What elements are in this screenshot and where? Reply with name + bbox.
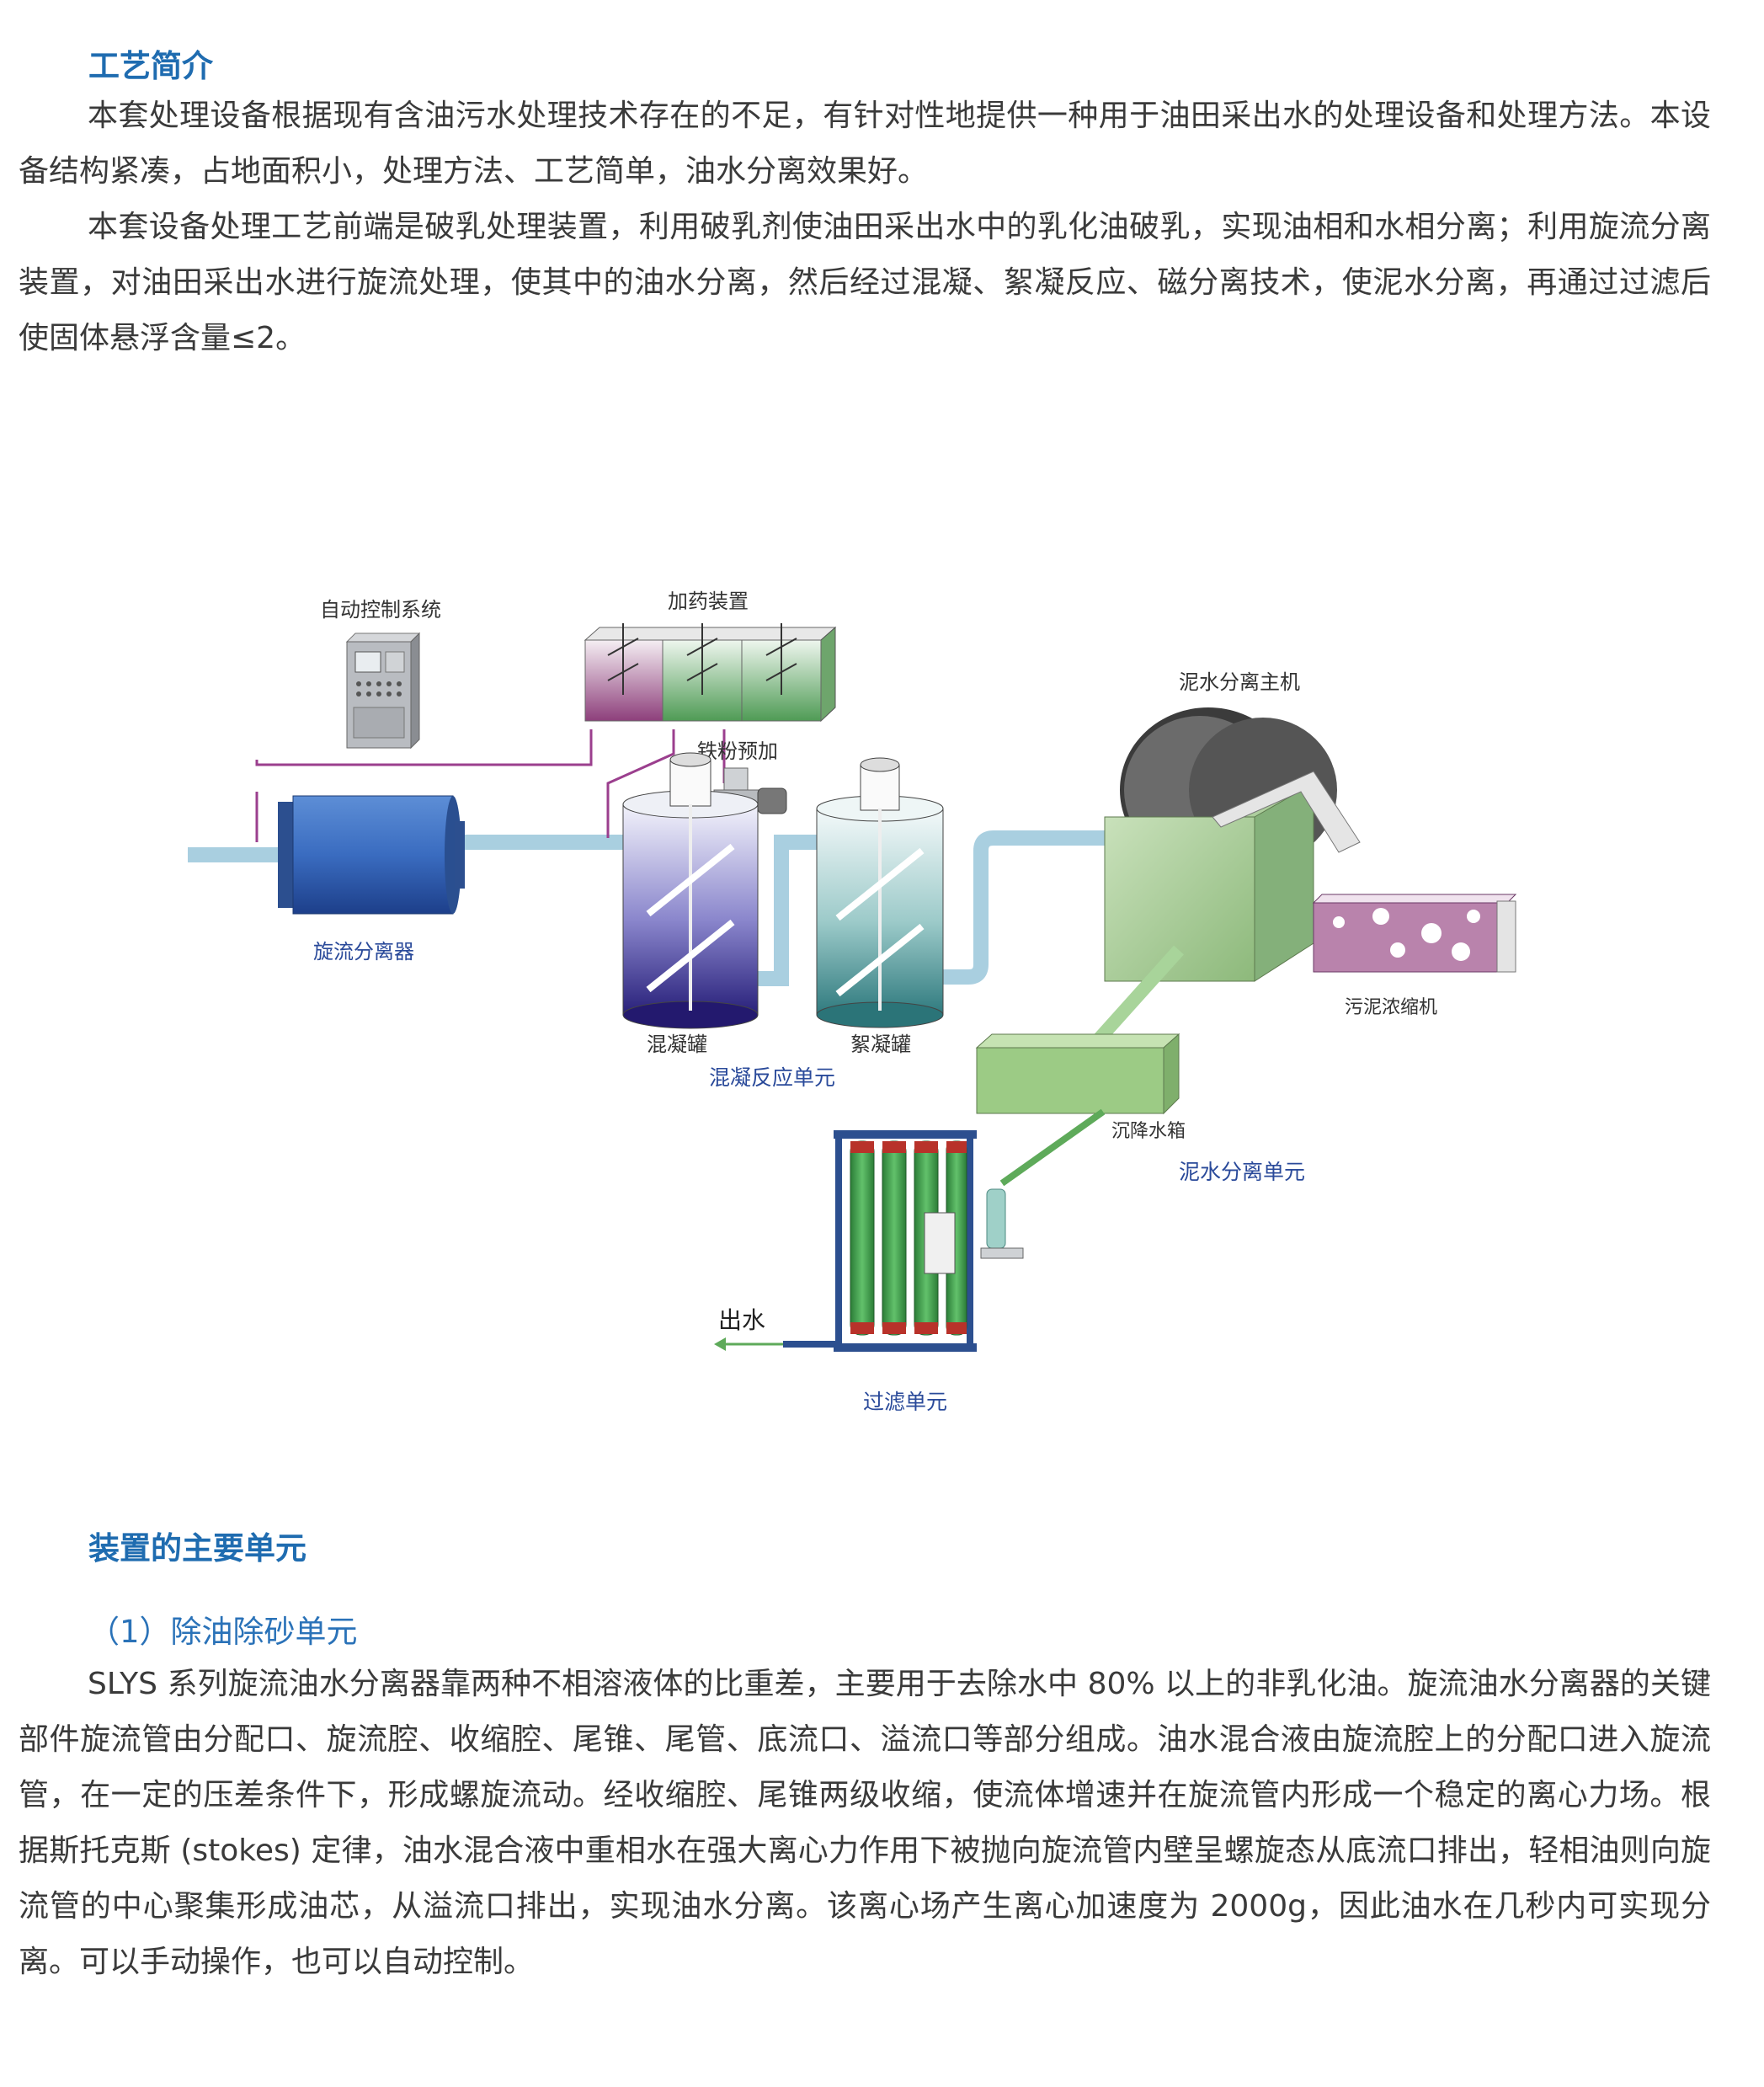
label-separation-unit: 泥水分离单元 bbox=[1179, 1160, 1305, 1184]
label-cyclone: 旋流分离器 bbox=[313, 940, 414, 963]
flocculation-tank-icon bbox=[816, 757, 944, 1028]
units-sub-heading: （1）除油除砂单元 bbox=[88, 1614, 358, 1650]
coagulation-tank-icon bbox=[622, 752, 759, 1029]
label-floc-tank: 絮凝罐 bbox=[850, 1033, 911, 1056]
intro-heading: 工艺简介 bbox=[88, 48, 213, 84]
label-coag-tank: 混凝罐 bbox=[647, 1033, 707, 1056]
control-cabinet-icon bbox=[345, 632, 421, 750]
units-heading: 装置的主要单元 bbox=[88, 1530, 306, 1567]
process-flow-diagram: 自动控制系统 加药装置 旋流分离器 铁粉预加 bbox=[188, 590, 1517, 1414]
label-dosing: 加药装置 bbox=[668, 590, 749, 613]
settling-tank-icon bbox=[975, 1033, 1180, 1115]
label-coag-unit: 混凝反应单元 bbox=[709, 1065, 835, 1090]
label-auto-control: 自动控制系统 bbox=[320, 598, 441, 622]
pipe-network bbox=[188, 830, 1112, 986]
label-separator-host: 泥水分离主机 bbox=[1179, 670, 1300, 694]
label-outlet: 出水 bbox=[718, 1306, 765, 1334]
intro-paragraph-2: 本套设备处理工艺前端是破乳处理装置，利用破乳剂使油田采出水中的乳化油破乳，实现油… bbox=[19, 210, 1711, 355]
dosing-device-icon bbox=[584, 623, 837, 723]
label-settling-tank: 沉降水箱 bbox=[1111, 1121, 1186, 1142]
units-paragraph: SLYS 系列旋流油水分离器靠两种不相溶液体的比重差，主要用于去除水中 80% … bbox=[19, 1667, 1711, 1979]
label-filter-unit: 过滤单元 bbox=[863, 1390, 947, 1414]
sludge-thickener-icon bbox=[1312, 894, 1517, 973]
filter-unit-icon bbox=[783, 1130, 1024, 1352]
intro-paragraph-1: 本套处理设备根据现有含油污水处理技术存在的不足，有针对性地提供一种用于油田采出水… bbox=[19, 99, 1711, 189]
outlet-arrow-icon bbox=[714, 1337, 783, 1351]
separator-host-icon bbox=[1104, 707, 1361, 982]
host-to-settling-pipe bbox=[1085, 945, 1184, 1054]
cyclone-separator-icon bbox=[278, 795, 465, 915]
settling-to-filter-pipe bbox=[999, 1108, 1106, 1187]
label-sludge-thickener: 污泥浓缩机 bbox=[1345, 997, 1437, 1018]
